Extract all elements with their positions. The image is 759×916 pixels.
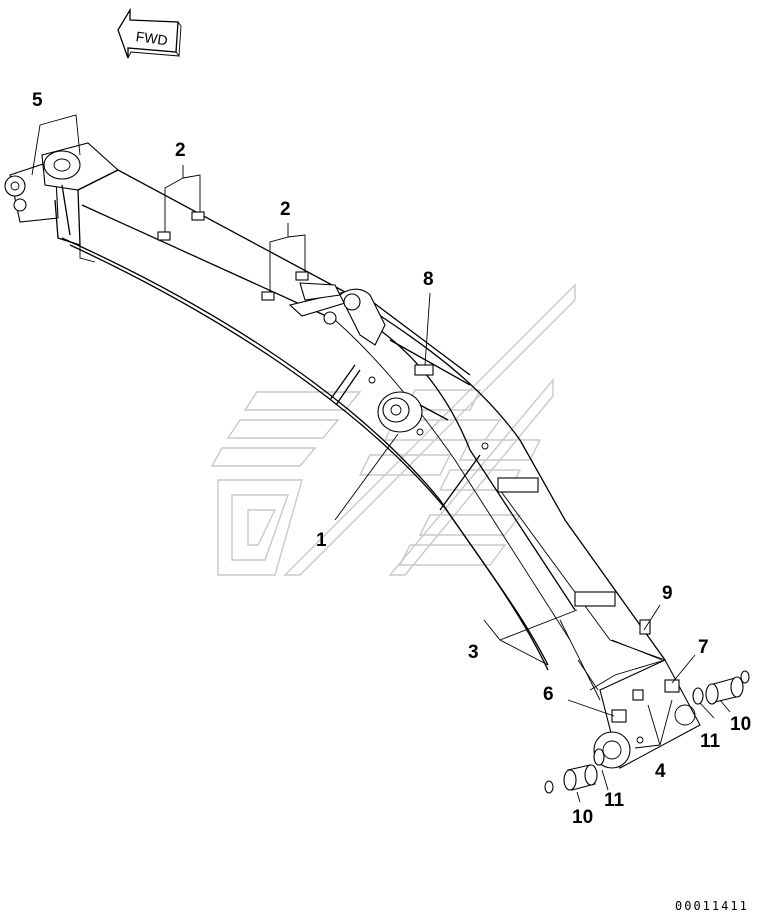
- callout-labels: 5 2 2 8 1 3 9 7 6 4 10 11 10 11: [32, 90, 751, 828]
- fwd-arrow-icon: FWD: [117, 7, 182, 59]
- callout-8: 8: [423, 269, 434, 290]
- callout-1: 1: [316, 530, 327, 551]
- callout-2-lower: 2: [280, 199, 291, 220]
- fwd-label: FWD: [135, 28, 169, 48]
- callout-5: 5: [32, 90, 43, 111]
- boom-foot: [4, 142, 119, 246]
- leader-lines: [31, 114, 731, 803]
- bushing-parts: [544, 670, 750, 794]
- callout-10-right: 10: [730, 714, 751, 735]
- callout-10-bottom: 10: [572, 807, 593, 828]
- callout-9: 9: [662, 583, 673, 604]
- callout-11-bottom: 11: [604, 790, 625, 811]
- callout-11-right: 11: [700, 731, 721, 752]
- callout-7: 7: [698, 637, 709, 658]
- callout-3: 3: [468, 642, 479, 663]
- callout-2-upper: 2: [175, 140, 186, 161]
- boom-drawing: [4, 142, 701, 769]
- callout-6: 6: [543, 684, 554, 705]
- document-number: 00011411: [675, 899, 749, 913]
- callout-4: 4: [655, 761, 666, 782]
